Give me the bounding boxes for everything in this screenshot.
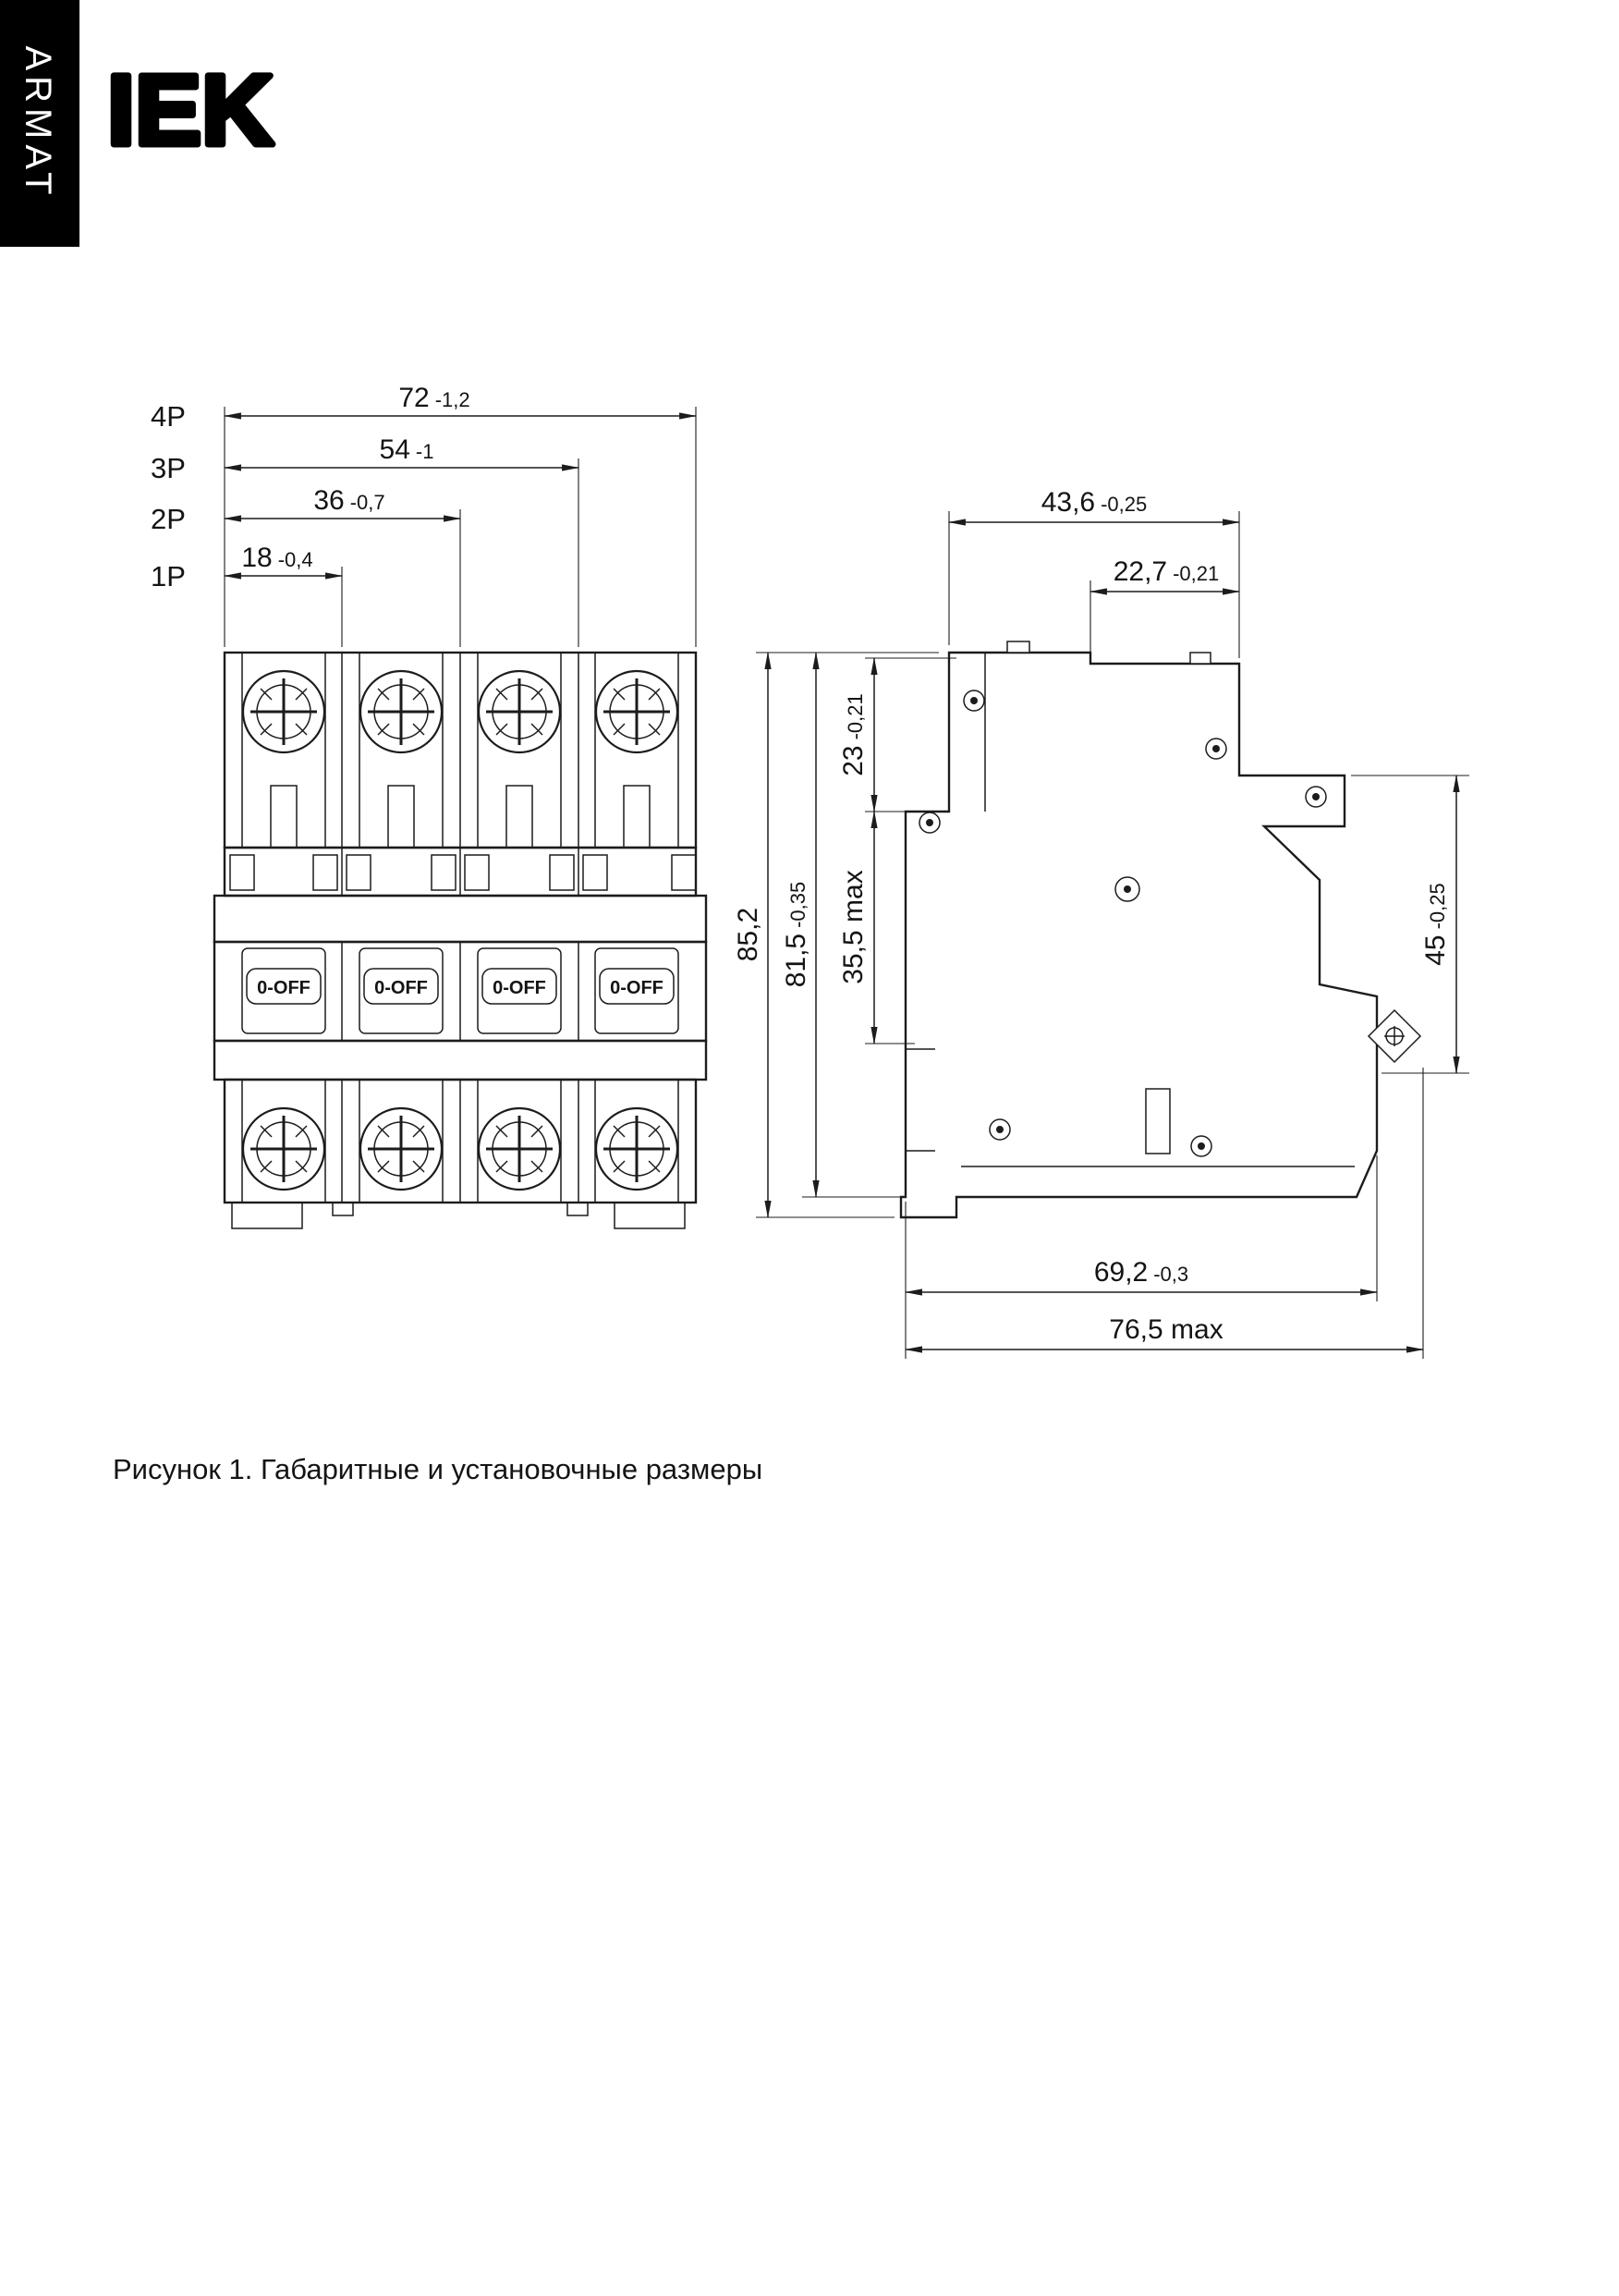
dim-max-depth: 76,5 max xyxy=(1109,1314,1223,1345)
toggle-switch xyxy=(594,947,679,1034)
pole-label-3p: 3P xyxy=(151,452,186,484)
front-dimensions: 4P 3P 2P 1P 72-1,2 54-1 36-0,7 18-0,4 85… xyxy=(151,383,939,1219)
armat-tab-label: ARMAT xyxy=(18,45,58,200)
side-dimensions: 43,6-0,25 22,7-0,21 23-0,21 35,5 max 45-… xyxy=(838,487,1469,1359)
dim-upper-height: 23-0,21 xyxy=(838,693,869,776)
toggle-switch xyxy=(241,947,326,1034)
dim-top-depth: 43,6-0,25 xyxy=(1041,487,1148,518)
dim-width-2p: 36-0,7 xyxy=(313,485,384,516)
dim-overall-height: 85,2 xyxy=(733,908,763,961)
dim-width-1p: 18-0,4 xyxy=(241,543,312,573)
pole-label-4p: 4P xyxy=(151,400,186,433)
pole-label-1p: 1P xyxy=(151,560,186,592)
dim-depth: 69,2-0,3 xyxy=(1094,1257,1188,1288)
iek-logo: IEK xyxy=(107,54,274,165)
dim-rail-height: 35,5 max xyxy=(838,870,869,983)
dim-body-height: 81,5-0,35 xyxy=(781,882,811,988)
screw-terminal xyxy=(241,669,326,754)
screw-terminal xyxy=(477,1106,562,1191)
side-view xyxy=(899,641,1422,1219)
pole-label-2p: 2P xyxy=(151,503,186,535)
screw-terminal xyxy=(594,669,679,754)
rivet-icon xyxy=(919,690,1327,1157)
dim-width-3p: 54-1 xyxy=(380,434,434,465)
dim-width-4p: 72-1,2 xyxy=(398,383,469,413)
terminal-screw-side-icon xyxy=(1367,1008,1422,1064)
screw-terminal xyxy=(594,1106,679,1191)
dim-front-height: 45-0,25 xyxy=(1420,883,1451,966)
armat-side-tab xyxy=(0,0,79,247)
figure-caption: Рисунок 1. Габаритные и установочные раз… xyxy=(113,1453,762,1485)
screw-terminal xyxy=(477,669,562,754)
screw-terminal xyxy=(241,1106,326,1191)
screw-terminal xyxy=(359,1106,444,1191)
screw-terminal xyxy=(359,669,444,754)
front-view xyxy=(213,651,708,1229)
toggle-switch xyxy=(477,947,562,1034)
brand-header: ARMAT IEK xyxy=(0,0,277,247)
toggle-switch xyxy=(359,947,444,1034)
dim-terminal-depth: 22,7-0,21 xyxy=(1114,556,1220,587)
